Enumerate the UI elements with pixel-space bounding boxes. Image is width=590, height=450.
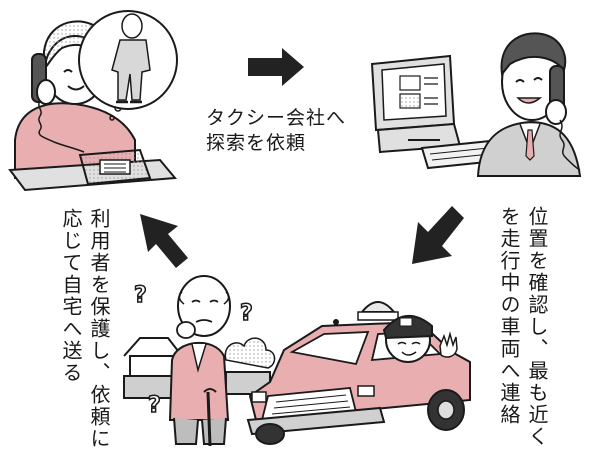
telephone-icon (78, 148, 152, 186)
step2-col1: 位置を確認し、最も近く (525, 206, 549, 448)
taxi-company-operator (370, 32, 582, 177)
taxi-lamp-icon (359, 301, 397, 313)
step3-col1: 利用者を保護し、依頼に (87, 208, 111, 450)
arrow-up-left-icon (140, 214, 188, 268)
arrow-right-icon (248, 48, 304, 86)
step2-col2: を走行中の車両へ連絡 (497, 206, 521, 426)
step1-label: タクシー会社へ 探索を依頼 (206, 106, 346, 156)
elderly-man: ? ? ? (123, 275, 276, 447)
step1-line2: 探索を依頼 (206, 132, 307, 154)
question-mark-icon: ? (240, 301, 253, 326)
woman-on-phone (8, 10, 178, 192)
step1-line1: タクシー会社へ (206, 107, 347, 129)
step3-col2: 応じて自宅へ送る (59, 208, 83, 384)
computer-monitor-icon (370, 54, 462, 154)
question-mark-icon: ? (148, 393, 161, 418)
arrow-down-left-icon (412, 206, 464, 264)
question-mark-icon: ? (134, 283, 147, 308)
taxi (246, 301, 471, 445)
taxi-driver (382, 315, 458, 363)
wandering-man (111, 13, 151, 104)
